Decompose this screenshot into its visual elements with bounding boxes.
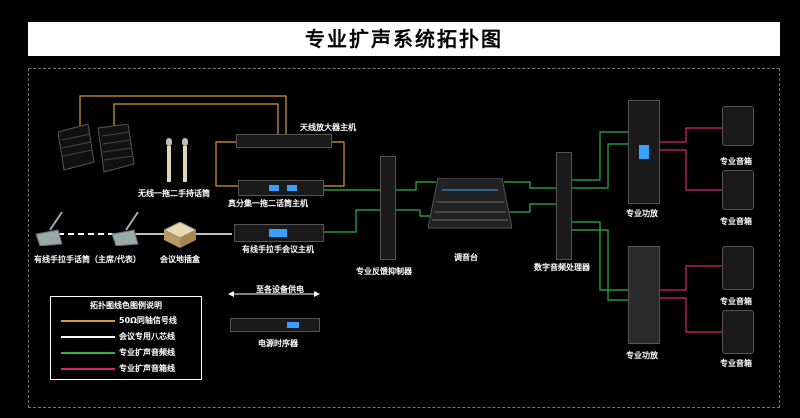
- label-wireless-handheld: 无线一拖二手持话筒: [138, 189, 210, 198]
- label-diversity-receiver: 真分集一拖二话筒主机: [228, 199, 308, 208]
- legend-title: 拓扑图线色图例说明: [90, 301, 162, 310]
- legend-label: 50Ω同轴信号线: [119, 316, 177, 325]
- legend-label: 会议专用八芯线: [119, 332, 175, 341]
- label-floor-box: 会议地插盒: [160, 255, 200, 264]
- label-wired-mic: 有线手拉手话筒（主席/代表）: [34, 255, 141, 264]
- diagram-title: 专业扩声系统拓扑图: [28, 22, 780, 56]
- audio-line: [572, 143, 628, 189]
- legend-swatch: [61, 336, 115, 338]
- speaker-line: [660, 297, 722, 333]
- label-power-sequencer: 电源时序器: [258, 339, 298, 348]
- diagram-frame: [28, 68, 780, 408]
- dsp-unit: [556, 152, 572, 260]
- label-speaker-2: 专业音箱: [720, 217, 752, 226]
- audio-line: [324, 209, 380, 233]
- amplifier-top-unit: [628, 100, 660, 204]
- audio-line: [504, 203, 556, 213]
- label-speaker-4: 专业音箱: [720, 359, 752, 368]
- speaker-1: [722, 106, 754, 146]
- handheld-mic-icons: [166, 138, 188, 182]
- label-feedback-suppressor: 专业反馈抑制器: [356, 267, 412, 276]
- power-arrow-left: [228, 291, 234, 297]
- legend-label: 专业扩声音箱线: [119, 364, 175, 373]
- coax-line: [215, 141, 240, 187]
- label-amp-top: 专业功放: [626, 209, 658, 218]
- legend-item-conference: 会议专用八芯线: [57, 330, 197, 344]
- coax-line: [113, 103, 279, 134]
- coax-line: [79, 95, 287, 134]
- antenna-amplifier-unit: [236, 134, 332, 148]
- speaker-4: [722, 310, 754, 354]
- line-color-legend: 拓扑图线色图例说明 50Ω同轴信号线 会议专用八芯线 专业扩声音频线 专业扩声音…: [50, 296, 202, 380]
- mixer-console: [428, 178, 512, 229]
- label-antenna-amp: 天线放大器主机: [300, 123, 356, 132]
- conference-host-unit: [234, 224, 324, 242]
- speaker-line: [660, 149, 722, 191]
- audio-line: [572, 229, 628, 301]
- coax-line: [324, 141, 345, 187]
- label-power-supply: 至各设备供电: [256, 285, 304, 294]
- speaker-line: [660, 127, 722, 143]
- label-mixer: 调音台: [454, 253, 478, 262]
- power-arrow-right: [314, 291, 320, 297]
- legend-swatch: [61, 352, 115, 354]
- legend-label: 专业扩声音频线: [119, 348, 175, 357]
- speaker-2: [722, 170, 754, 210]
- legend-swatch: [61, 320, 115, 322]
- audio-line: [572, 131, 628, 181]
- diversity-receiver-unit: [238, 180, 324, 196]
- wired-mic-units: [35, 211, 139, 246]
- label-conference-host: 有线手拉手会议主机: [242, 245, 314, 254]
- label-speaker-1: 专业音箱: [720, 157, 752, 166]
- audio-line: [572, 221, 628, 291]
- legend-item-audio: 专业扩声音频线: [57, 346, 197, 360]
- speaker-line: [660, 265, 722, 291]
- floor-box-icon: [164, 222, 196, 248]
- feedback-suppressor-unit: [380, 156, 396, 260]
- label-dsp: 数字音频处理器: [534, 263, 590, 272]
- legend-swatch: [61, 368, 115, 370]
- audio-line: [504, 181, 556, 189]
- label-amp-bottom: 专业功放: [626, 351, 658, 360]
- audio-line: [396, 209, 436, 217]
- legend-item-speaker: 专业扩声音箱线: [57, 362, 197, 376]
- audio-line: [396, 181, 436, 191]
- label-speaker-3: 专业音箱: [720, 297, 752, 306]
- speaker-3: [722, 246, 754, 290]
- antenna-panels: [58, 124, 135, 173]
- legend-item-coax: 50Ω同轴信号线: [57, 314, 197, 328]
- power-sequencer-unit: [230, 318, 320, 332]
- amplifier-bottom-unit: [628, 246, 660, 344]
